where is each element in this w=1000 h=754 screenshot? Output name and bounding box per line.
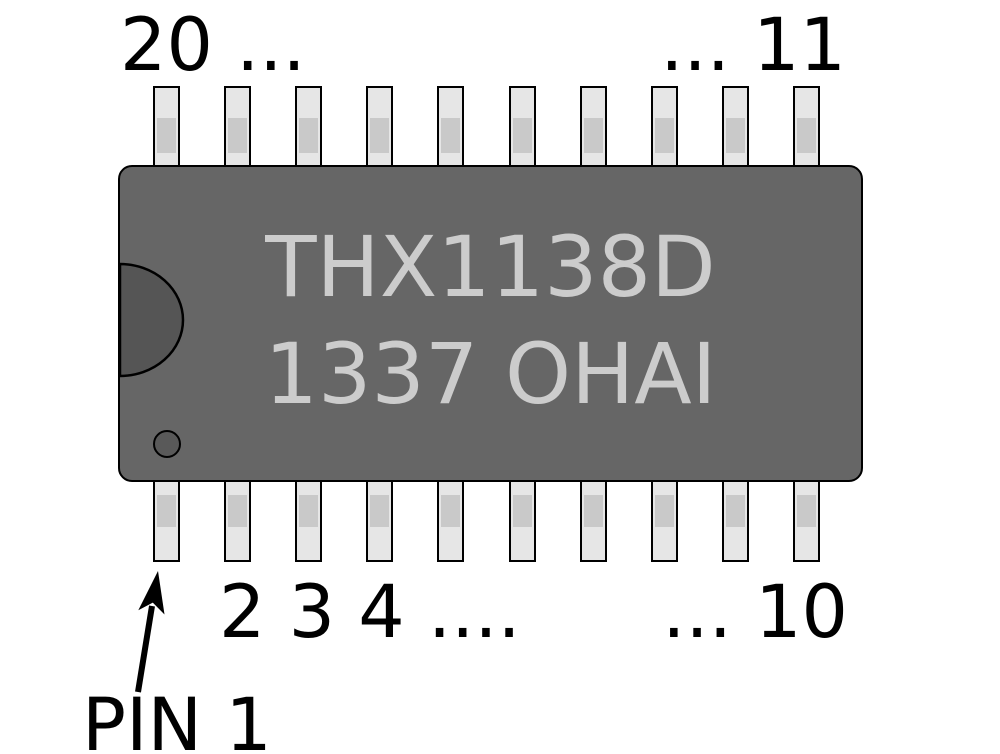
- label-bottom-pins-2-3-4: 2 3 4 ....: [219, 570, 521, 655]
- pin-13: [651, 86, 678, 167]
- label-top-right-pin-11: ... 11: [660, 3, 846, 88]
- pin-contact-band: [584, 118, 603, 153]
- chip-marking-line1: THX1138D: [265, 218, 716, 316]
- pin-14: [580, 86, 607, 167]
- pin1-notch: [118, 262, 185, 378]
- pin-contact-band: [797, 118, 816, 153]
- pin1-dot-marker: [153, 430, 181, 458]
- pin-contact-band: [370, 495, 389, 527]
- pin-contact-band: [441, 495, 460, 527]
- pin-contact-band: [726, 118, 745, 153]
- pin-contact-band: [157, 118, 176, 153]
- pin-3: [295, 480, 322, 562]
- pin-contact-band: [157, 495, 176, 527]
- pin-7: [580, 480, 607, 562]
- pin-9: [722, 480, 749, 562]
- pin-18: [295, 86, 322, 167]
- pin-11: [793, 86, 820, 167]
- pin-15: [509, 86, 536, 167]
- chip-body: THX1138D 1337 OHAI: [118, 165, 863, 482]
- pin-contact-band: [655, 118, 674, 153]
- arrow-shaft: [135, 605, 155, 693]
- pin-5: [437, 480, 464, 562]
- pin-6: [509, 480, 536, 562]
- label-bottom-pin-10: ... 10: [662, 570, 848, 655]
- chip-marking-line2: 1337 OHAI: [264, 325, 717, 423]
- pin-contact-band: [370, 118, 389, 153]
- pin-17: [366, 86, 393, 167]
- pin-contact-band: [228, 118, 247, 153]
- pin-contact-band: [726, 495, 745, 527]
- pin1-callout-label: PIN 1: [82, 683, 272, 754]
- pin-2: [224, 480, 251, 562]
- pin-8: [651, 480, 678, 562]
- pin-contact-band: [513, 118, 532, 153]
- pin-contact-band: [655, 495, 674, 527]
- pin-contact-band: [441, 118, 460, 153]
- pin-20: [153, 86, 180, 167]
- pin-10: [793, 480, 820, 562]
- arrow-head: [138, 571, 165, 615]
- pin-4: [366, 480, 393, 562]
- pin-contact-band: [299, 118, 318, 153]
- pin-contact-band: [228, 495, 247, 527]
- label-top-left-pin-20: 20 ...: [120, 3, 306, 88]
- pin-contact-band: [299, 495, 318, 527]
- pin1-notch-shape: [118, 262, 185, 378]
- pin-12: [722, 86, 749, 167]
- pin-19: [224, 86, 251, 167]
- pin-16: [437, 86, 464, 167]
- pin-contact-band: [797, 495, 816, 527]
- pin-1: [153, 480, 180, 562]
- pin-contact-band: [513, 495, 532, 527]
- pin-contact-band: [584, 495, 603, 527]
